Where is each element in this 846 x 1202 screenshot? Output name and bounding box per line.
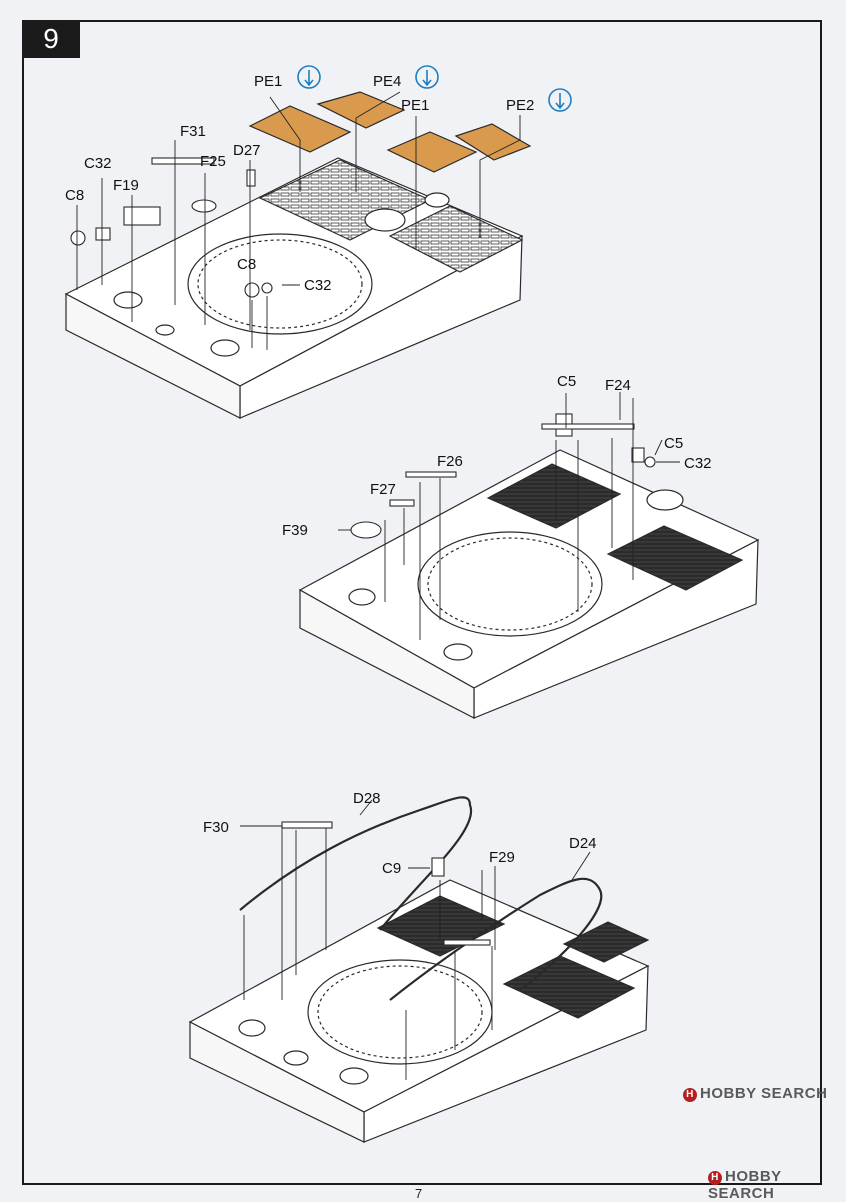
part-f39 (350, 521, 382, 539)
label-c32-b: C32 (304, 277, 332, 294)
label-pe1-b: PE1 (401, 97, 429, 114)
label-c9: C9 (382, 860, 401, 877)
label-c32: C32 (684, 455, 712, 472)
part-f29 (443, 939, 491, 946)
part-c8-a (70, 230, 86, 246)
panel-3-parts (239, 796, 603, 1001)
panel-1-labels: PE1 PE4 PE1 PE2 F31 F25 D27 C32 F19 C8 C… (65, 73, 534, 294)
part-c32-b (261, 282, 273, 294)
panel-1-leader-lines (76, 91, 521, 350)
info-icon (415, 65, 439, 89)
part-c32-a (95, 227, 111, 241)
panel-1-photo-etch (248, 91, 532, 173)
label-d27: D27 (233, 142, 261, 159)
part-f19 (123, 206, 161, 226)
label-f39: F39 (282, 522, 308, 539)
label-c32-a: C32 (84, 155, 112, 172)
label-f31: F31 (180, 123, 206, 140)
part-f30 (281, 821, 333, 829)
label-d24: D24 (569, 835, 597, 852)
panel-1-info-icons (297, 65, 572, 112)
watermark-mark-icon: H (683, 1088, 697, 1102)
label-d28: D28 (353, 790, 381, 807)
step-number-badge: 9 (22, 20, 80, 58)
label-f29: F29 (489, 849, 515, 866)
part-d27 (246, 169, 256, 187)
label-pe2: PE2 (506, 97, 534, 114)
panel-1-parts (70, 157, 273, 298)
label-f27: F27 (370, 481, 396, 498)
panel-2-hull (298, 449, 760, 719)
panel-2-labels: C5 F24 C5 C32 F26 F27 F39 (282, 373, 712, 539)
label-f26: F26 (437, 453, 463, 470)
label-pe4: PE4 (373, 73, 401, 90)
part-f26 (405, 471, 457, 478)
page-number: 7 (415, 1186, 423, 1201)
panel-3-leader-lines (240, 799, 591, 1080)
label-c5-b: C5 (664, 435, 683, 452)
panel-3-labels: D28 F30 C9 F29 D24 (203, 790, 597, 877)
info-icon (297, 65, 321, 89)
watermark-text-2: HOBBY SEARCH (708, 1168, 782, 1202)
part-f31 (151, 157, 215, 165)
watermark-mark-icon: H (708, 1171, 722, 1185)
part-d24 (389, 877, 603, 1001)
label-f24: F24 (605, 377, 631, 394)
part-f24 (541, 423, 635, 430)
part-c8-b (244, 282, 260, 298)
label-c8-a: C8 (65, 187, 84, 204)
page-frame (22, 20, 822, 1185)
label-f30: F30 (203, 819, 229, 836)
watermark-text-1: HOBBY SEARCH (700, 1085, 828, 1102)
label-c5-a: C5 (557, 373, 576, 390)
label-pe1-a: PE1 (254, 73, 282, 90)
part-f27 (389, 499, 415, 507)
label-c8-b: C8 (237, 256, 256, 273)
part-c32 (644, 456, 656, 468)
label-f25: F25 (200, 153, 226, 170)
panel-3-hull (188, 879, 650, 1143)
label-f19: F19 (113, 177, 139, 194)
panel-2-leader-lines (338, 392, 680, 640)
panel-1-hull (64, 157, 524, 419)
info-icon (548, 88, 572, 112)
panel-2-parts (350, 413, 656, 539)
part-c9 (431, 857, 445, 877)
part-f25 (191, 199, 217, 213)
part-c5-b (631, 447, 645, 463)
